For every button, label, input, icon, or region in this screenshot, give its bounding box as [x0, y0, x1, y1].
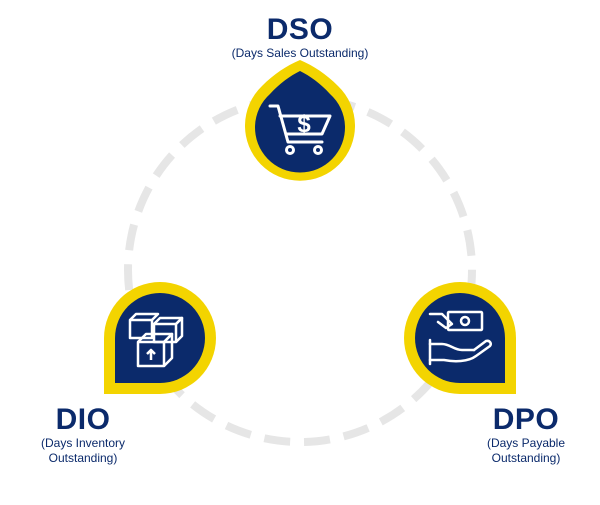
dpo-node	[404, 282, 516, 394]
dso-drop-navy	[255, 71, 345, 173]
dso-full-name: (Days Sales Outstanding)	[231, 46, 369, 60]
dso-node: $	[245, 60, 355, 181]
dpo-drop-navy	[415, 293, 505, 383]
hand-with-money-icon	[428, 310, 493, 366]
dso-label: DSO (Days Sales Outstanding)	[200, 14, 400, 61]
dpo-full-name: (Days Payable Outstanding)	[486, 436, 566, 465]
dio-node	[104, 282, 216, 394]
dio-drop-navy	[115, 293, 205, 383]
dio-abbr: DIO	[55, 403, 111, 436]
dpo-label: DPO (Days Payable Outstanding)	[456, 404, 596, 466]
dio-label: DIO (Days Inventory Outstanding)	[8, 404, 158, 466]
stacked-boxes-icon	[128, 312, 184, 368]
dpo-abbr: DPO	[492, 403, 560, 436]
shopping-cart-dollar-icon: $	[268, 104, 332, 155]
dio-full-name: (Days Inventory Outstanding)	[40, 436, 126, 465]
svg-text:$: $	[297, 111, 311, 138]
dso-abbr: DSO	[266, 13, 334, 46]
